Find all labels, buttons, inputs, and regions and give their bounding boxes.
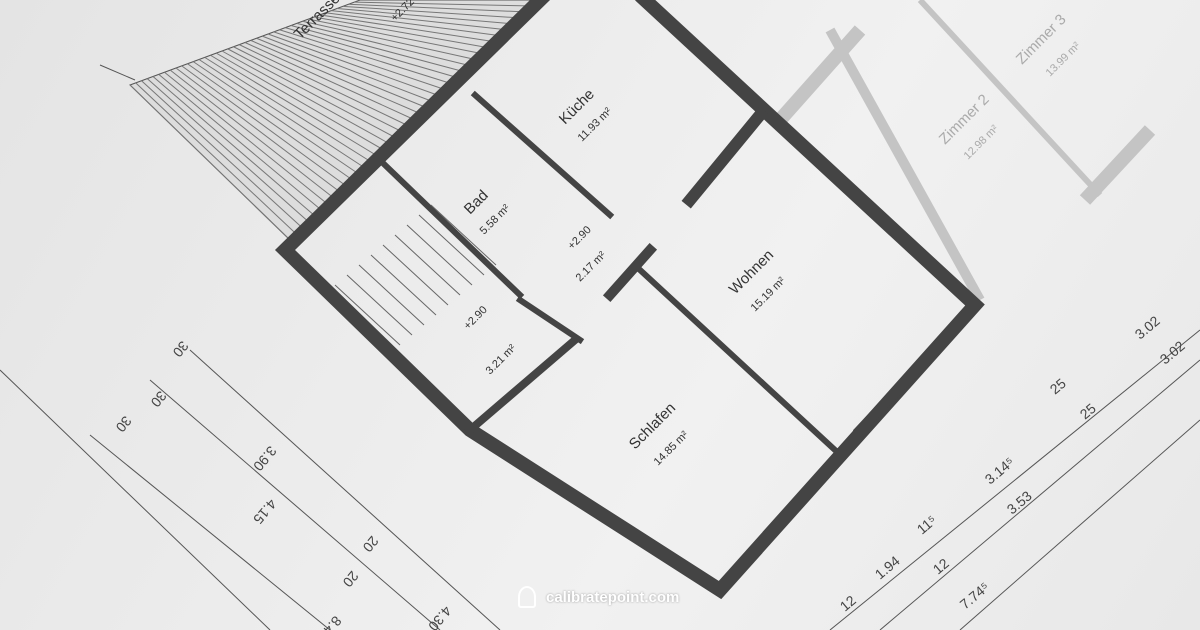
- dim-label: 25: [1047, 375, 1069, 397]
- room-area-schlafen: 14.85 m²: [652, 429, 691, 468]
- hatch-line: [273, 31, 447, 91]
- hatch-line: [354, 1, 534, 7]
- dim-label: 12: [837, 592, 859, 614]
- dim-label: 3.02: [1132, 312, 1163, 342]
- hatch-line: [279, 29, 453, 85]
- hatch-line: [152, 76, 316, 217]
- hatch-line: [331, 10, 509, 31]
- room-area-zimmer-2: 12.98 m²: [962, 123, 1001, 162]
- hatch-line: [146, 78, 310, 223]
- hatch-line: [244, 42, 416, 121]
- hatch-line: [198, 59, 366, 169]
- hatch-line: [302, 20, 478, 61]
- hatch-line: [227, 48, 397, 139]
- level-mark: +2.90: [462, 304, 490, 332]
- hatch-line: [204, 56, 372, 163]
- hatch-line: [308, 18, 484, 55]
- stair-step: [406, 224, 473, 286]
- hatch-line: [135, 82, 297, 235]
- terrace: [129, 0, 541, 241]
- hatch-line: [169, 69, 335, 199]
- hatch-line: [158, 73, 322, 211]
- stair-step: [346, 274, 413, 336]
- hatch-line: [141, 80, 303, 229]
- hatch-line: [175, 67, 341, 193]
- walls: [274, 0, 985, 600]
- hatch-line: [342, 5, 522, 19]
- hatch-line: [319, 14, 497, 43]
- logo-icon: [518, 586, 536, 608]
- hatch-line: [290, 25, 466, 73]
- dim-label: 30: [170, 338, 192, 360]
- hatch-line: [181, 65, 347, 187]
- hatch-line: [267, 33, 441, 97]
- stair-step: [394, 234, 461, 296]
- dim-label: 3.02: [1157, 337, 1188, 367]
- hatch-line: [221, 50, 391, 145]
- hatch-line: [256, 37, 428, 109]
- dim-label: 12: [930, 555, 952, 577]
- stair-step: [382, 244, 449, 306]
- staircase: [334, 204, 497, 346]
- dimension-lines: [0, 64, 1200, 630]
- room-area-zimmer-3: 13.99 m²: [1044, 40, 1083, 79]
- level-area: 3.21 m²: [484, 342, 519, 377]
- stair-step: [358, 264, 425, 326]
- level-area: 2.17 m²: [574, 249, 609, 284]
- stair-step: [430, 204, 497, 266]
- hatch-line: [233, 46, 403, 133]
- dim-label: 4.30: [425, 603, 455, 630]
- hatch-line: [313, 16, 491, 49]
- dim-label: 30: [113, 413, 135, 435]
- dim-label: 25: [1077, 400, 1099, 422]
- dim-label: 20: [340, 568, 362, 590]
- hatch-line: [187, 63, 353, 181]
- dim-label: 4.15: [250, 496, 280, 527]
- watermark: calibratepoint.com: [518, 586, 679, 608]
- hatch-line: [164, 71, 328, 205]
- dim-label: 1.94: [872, 552, 903, 582]
- hatch-line: [215, 52, 385, 151]
- hatch-line: [285, 27, 459, 79]
- hatch-line: [192, 61, 360, 175]
- hatch-line: [262, 35, 434, 103]
- stair-step: [418, 214, 485, 276]
- hatch-line: [129, 84, 291, 241]
- hatch-line: [250, 39, 422, 115]
- level-mark: +2.90: [566, 224, 594, 252]
- dim-label: 30: [148, 388, 170, 410]
- hatch-line: [239, 44, 409, 127]
- hatch-line: [210, 54, 378, 157]
- hatch-line: [348, 3, 528, 13]
- room-label-bad: Bad: [461, 187, 492, 218]
- hatch-line: [296, 22, 472, 67]
- dim-label: 20: [360, 533, 382, 555]
- hatch-line: [325, 12, 503, 37]
- dimension-labels: 3.02 3.02 25 25 3.14⁵ 3.53 11⁵ 1.94 12 1…: [113, 312, 1188, 630]
- neighbour-walls: [774, 0, 1156, 303]
- stair-step: [370, 254, 437, 316]
- stair-step: [334, 284, 401, 346]
- dim-label: 7.74⁵: [957, 579, 993, 613]
- dim-label: 11⁵: [914, 512, 940, 537]
- watermark-text: calibratepoint.com: [546, 588, 680, 606]
- hatch-line: [336, 8, 516, 25]
